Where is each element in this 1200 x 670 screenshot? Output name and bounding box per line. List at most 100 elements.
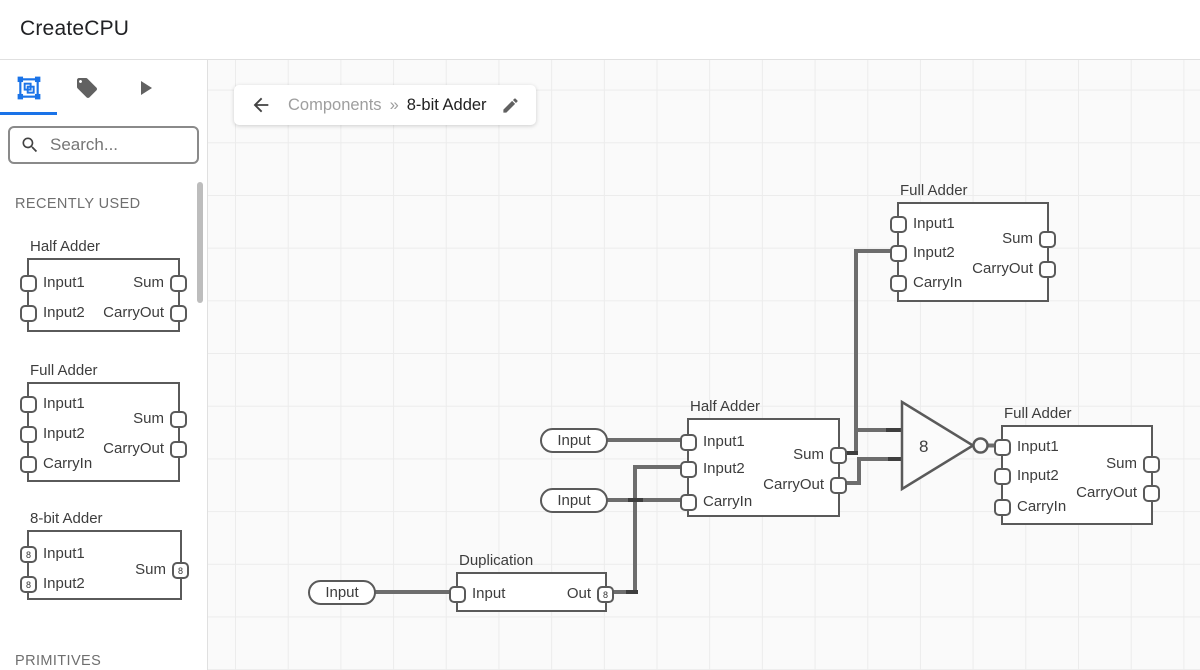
breadcrumb: Components » 8-bit Adder: [234, 85, 536, 125]
port-label: Input1: [1017, 438, 1059, 455]
node-title: Duplication: [459, 552, 534, 569]
breadcrumb-parent[interactable]: Components: [288, 95, 382, 114]
canvas-node-duplication[interactable]: Duplication Input 8 Out: [449, 552, 614, 612]
section-recently-used: RECENTLY USED: [15, 196, 141, 212]
canvas-node-full-adder-right[interactable]: Full Adder Input1 Input2 CarryIn Sum Car…: [994, 405, 1160, 525]
port-label: Input2: [913, 244, 955, 261]
search-input[interactable]: [50, 135, 180, 155]
back-icon[interactable]: [250, 94, 272, 116]
tab-simulate[interactable]: [116, 60, 174, 115]
port-label: Input2: [1017, 467, 1059, 484]
port-label: Sum: [793, 446, 824, 463]
port-input2[interactable]: [680, 461, 697, 478]
edit-name-button[interactable]: [501, 96, 520, 115]
port-label: Sum: [135, 561, 166, 578]
search-box[interactable]: [8, 126, 199, 164]
tab-tags[interactable]: [58, 60, 116, 115]
node-title: 8-bit Adder: [30, 510, 103, 527]
port-input1[interactable]: [680, 434, 697, 451]
library-item-half-adder[interactable]: Half Adder Input1 Input2 Sum CarryOut: [20, 238, 187, 332]
port-sum[interactable]: [170, 411, 187, 428]
port-label: Sum: [133, 410, 164, 427]
port-label: Input1: [913, 215, 955, 232]
port-label: CarryIn: [1017, 498, 1067, 515]
port-label: Input2: [43, 425, 85, 442]
port-label: CarryOut: [103, 304, 164, 321]
port-sum[interactable]: [1039, 231, 1056, 248]
play-icon: [141, 80, 152, 95]
wire[interactable]: [611, 465, 691, 594]
port-label: CarryIn: [913, 274, 963, 291]
inverter-bubble[interactable]: [972, 437, 989, 454]
port-input2[interactable]: [20, 426, 37, 443]
sidebar-scrollbar[interactable]: [197, 182, 203, 303]
port-input2[interactable]: [994, 468, 1011, 485]
node-title: Full Adder: [900, 182, 968, 199]
input-pill[interactable]: Input: [540, 488, 608, 513]
port-label: CarryIn: [703, 493, 753, 510]
node-title: Half Adder: [690, 398, 761, 415]
bit-width-label: 8: [919, 437, 928, 456]
port-label: Out: [566, 585, 591, 602]
library-item-full-adder[interactable]: Full Adder Input1 Input2 CarryIn Sum Car…: [20, 362, 187, 482]
port-label: Input1: [703, 433, 745, 450]
port-sum[interactable]: [1143, 456, 1160, 473]
sidebar: RECENTLY USED Half Adder Input1 Input2 S…: [0, 60, 208, 670]
port-carryin[interactable]: [20, 456, 37, 473]
port-carryout[interactable]: [1143, 485, 1160, 502]
port-sum[interactable]: 8: [172, 562, 189, 579]
editor-canvas[interactable]: Components » 8-bit Adder Full Adder Inpu…: [208, 60, 1200, 670]
port-out[interactable]: 8: [597, 586, 614, 603]
app-header: CreateCPU: [0, 0, 1200, 60]
port-input1[interactable]: [20, 275, 37, 292]
port-input2[interactable]: [20, 305, 37, 322]
components-icon: [17, 76, 41, 99]
port-carryout[interactable]: [170, 305, 187, 322]
port-sum[interactable]: [170, 275, 187, 292]
port-label: CarryOut: [1076, 484, 1137, 501]
port-sum[interactable]: [830, 447, 847, 464]
port-carryout[interactable]: [1039, 261, 1056, 278]
port-label: Input1: [43, 274, 85, 291]
port-label: CarryOut: [972, 260, 1033, 277]
port-carryout[interactable]: [170, 441, 187, 458]
port-carryin[interactable]: [680, 494, 697, 511]
port-carryin[interactable]: [994, 499, 1011, 516]
port-carryout[interactable]: [830, 477, 847, 494]
pencil-icon: [502, 97, 518, 113]
canvas-node-not-gate[interactable]: 8: [896, 396, 996, 496]
port-input2[interactable]: 8: [20, 576, 37, 593]
wires-layer: [373, 249, 1002, 594]
port-label: Sum: [133, 274, 164, 291]
port-input1[interactable]: [994, 439, 1011, 456]
node-title: Full Adder: [1004, 405, 1072, 422]
canvas-node-half-adder[interactable]: Half Adder Input1 Input2 CarryIn Sum Car…: [680, 398, 847, 517]
port-label: CarryOut: [763, 476, 824, 493]
breadcrumb-current: 8-bit Adder: [406, 95, 487, 114]
input-pill[interactable]: Input: [308, 580, 376, 605]
library-item-8bit-adder[interactable]: 8-bit Adder 8 Input1 8 Input2 8 Sum: [20, 510, 189, 600]
port-input1[interactable]: 8: [20, 546, 37, 563]
port-input1[interactable]: [890, 216, 907, 233]
active-tab-indicator: [0, 112, 57, 115]
node-title: Half Adder: [30, 238, 101, 255]
node-title: Full Adder: [30, 362, 98, 379]
port-input[interactable]: [449, 586, 466, 603]
breadcrumb-separator: »: [389, 95, 399, 114]
tag-icon: [77, 77, 97, 98]
port-input1[interactable]: [20, 396, 37, 413]
section-primitives: PRIMITIVES: [15, 653, 102, 669]
app-title: CreateCPU: [20, 17, 130, 40]
port-label: Input2: [703, 460, 745, 477]
tab-components[interactable]: [0, 60, 58, 115]
canvas-node-full-adder-top[interactable]: Full Adder Input1 Input2 CarryIn Sum Car…: [890, 182, 1056, 302]
port-label: Input1: [43, 395, 85, 412]
input-pill[interactable]: Input: [540, 428, 608, 453]
port-label: CarryOut: [103, 440, 164, 457]
port-label: Input2: [43, 304, 85, 321]
port-label: CarryIn: [43, 455, 93, 472]
port-label: Input1: [43, 545, 85, 562]
port-label: Input2: [43, 575, 85, 592]
port-input2[interactable]: [890, 245, 907, 262]
port-carryin[interactable]: [890, 275, 907, 292]
